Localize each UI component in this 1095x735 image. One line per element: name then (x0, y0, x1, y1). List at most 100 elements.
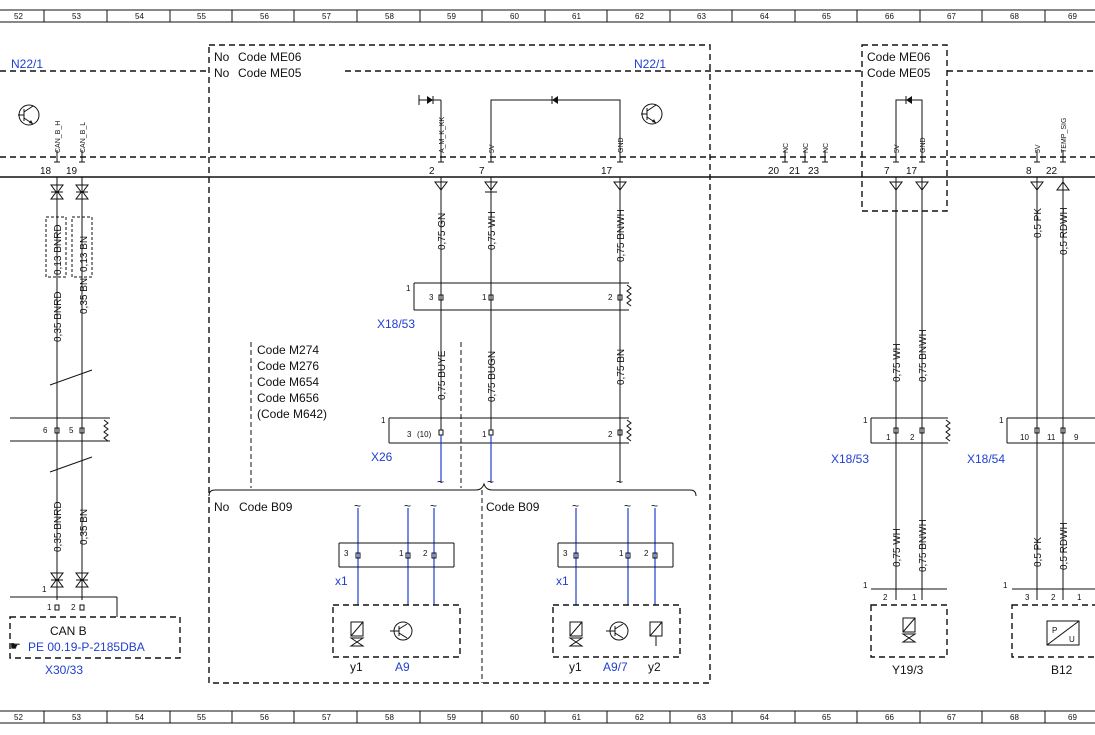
pin-number: 22 (1046, 166, 1058, 177)
connector-label[interactable]: X18/54 (967, 452, 1005, 466)
pin-name: A_M_K_KK (439, 116, 446, 153)
component-label: y1 (569, 660, 582, 674)
transistor-icon (18, 104, 40, 126)
code-text: Code ME06 (867, 50, 931, 64)
pin-number: 3 (407, 430, 412, 439)
ruler-cell: 68 (1010, 12, 1019, 21)
wire-label: 0,75 WH (487, 211, 498, 250)
component-label[interactable]: A9 (395, 660, 410, 674)
code-prefix: No (214, 66, 230, 80)
ruler-cell: 61 (572, 713, 581, 722)
ecu-label-right[interactable]: N22/1 (634, 57, 666, 71)
pin-name: NC (823, 143, 830, 153)
connector-index: 1 (406, 284, 411, 293)
pin-number: 21 (789, 166, 801, 177)
ruler-cell: 52 (14, 12, 23, 21)
component-label: y1 (350, 660, 363, 674)
ruler-cell: 58 (385, 12, 394, 21)
pin-name: GND (618, 137, 625, 153)
ruler-cell: 58 (385, 713, 394, 722)
ecu-n22-1: N22/1 N22/1 (0, 57, 1095, 178)
wire-label: 0,75 WH (892, 528, 903, 567)
ruler-cell: 68 (1010, 713, 1019, 722)
ruler-cell: 69 (1068, 12, 1077, 21)
ecu-label-left[interactable]: N22/1 (11, 57, 43, 71)
ruler-cell: 54 (135, 12, 144, 21)
diode-icon (490, 96, 621, 150)
ruler-cell: 65 (822, 713, 831, 722)
component-label[interactable]: A9/7 (603, 660, 628, 674)
pressure-sensor-icon: P U (1046, 620, 1080, 646)
pin-number: 2 (608, 293, 613, 302)
wire-label: 0,5 RDWH (1059, 207, 1070, 255)
code-text: Code ME06 (238, 50, 302, 64)
pe-reference-link[interactable]: PE 00.19-P-2185DBA (28, 640, 145, 654)
break-mark: ~ (430, 499, 437, 513)
wire-label: 0,75 BNWH (918, 329, 929, 382)
ruler-cell: 56 (260, 713, 269, 722)
wire-label: 0,13 BNRD (53, 224, 64, 275)
code-text: Code M654 (257, 375, 319, 389)
connector-index: 1 (863, 416, 868, 425)
b09-bracket: No Code B09 Code B09 (208, 482, 697, 683)
ruler-cell: 69 (1068, 713, 1077, 722)
pin-name: 5V (894, 144, 901, 153)
diode-icon (895, 96, 923, 150)
pin-number: 2 (910, 433, 915, 442)
ruler-cell: 59 (447, 713, 456, 722)
wire-label: 0,75 WH (892, 343, 903, 382)
sensor-icon (606, 621, 629, 641)
main-wires: 0,75 GN 0,75 WH 0,75 BNWH 1 3 1 2 X18/53… (371, 177, 632, 489)
wire-label: 0,5 PK (1033, 537, 1044, 567)
pin-number: 1 (1077, 593, 1082, 602)
connector-label[interactable]: X30/33 (45, 663, 83, 677)
wire-label: 0,75 BUYE (437, 350, 448, 400)
connector-label[interactable]: X18/53 (831, 452, 869, 466)
wire-label: 0,35 BN (79, 278, 90, 314)
connector-label[interactable]: X26 (371, 450, 393, 464)
pin-number: 17 (601, 166, 613, 177)
component-label: B12 (1051, 663, 1073, 677)
ruler-cell: 66 (885, 713, 894, 722)
code-text: Code B09 (486, 500, 540, 514)
solenoid-valve-icon (568, 621, 584, 647)
break-mark: ~ (437, 475, 444, 489)
pointer-icon: ☛ (10, 639, 21, 653)
connector-index: 1 (381, 416, 386, 425)
connector-label[interactable]: X18/53 (377, 317, 415, 331)
ruler-cell: 64 (760, 713, 769, 722)
ruler-cell: 52 (14, 713, 23, 722)
ruler-cell: 67 (947, 713, 956, 722)
ruler-cell: 62 (635, 12, 644, 21)
ruler-cell: 59 (447, 12, 456, 21)
pin-number: 18 (40, 166, 52, 177)
pin-name: 5V (489, 144, 496, 153)
ruler-cell: 55 (197, 713, 206, 722)
break-mark: ~ (354, 499, 361, 513)
ruler-cell: 56 (260, 12, 269, 21)
ruler-cell: 55 (197, 12, 206, 21)
code-text: Code M274 (257, 343, 319, 357)
b12-wires: 0,5 PK 0,5 RDWH 1 10 11 9 X18/54 0,5 PK … (967, 177, 1095, 677)
connector-label[interactable]: x1 (556, 574, 569, 588)
pin-number: 1 (886, 433, 891, 442)
wire-label: 0,75 BN (616, 349, 627, 385)
ruler-cell: 67 (947, 12, 956, 21)
pin-number: 11 (1047, 433, 1056, 442)
y19-3-wires: 0,75 WH 0,75 BNWH 1 1 2 X18/53 0,75 WH 0… (831, 177, 951, 677)
connector-label[interactable]: x1 (335, 574, 348, 588)
pin-number: 5 (69, 426, 74, 435)
pin-number: 2 (644, 549, 649, 558)
code-text: Code ME05 (238, 66, 302, 80)
connector-index: 1 (863, 581, 868, 590)
connector-index: 1 (999, 416, 1004, 425)
pin-number: 2 (608, 430, 613, 439)
pin-number: 1 (482, 430, 487, 439)
pin-number: 20 (768, 166, 780, 177)
code-text: (Code M642) (257, 407, 327, 421)
connector-index: 1 (1003, 581, 1008, 590)
pin-name: TEMP_SIG (1061, 118, 1068, 153)
pin-name: CAN_B_H (55, 121, 62, 153)
ruler-bottom: 52 53 54 55 56 57 58 59 60 61 62 63 64 6… (0, 710, 1095, 724)
